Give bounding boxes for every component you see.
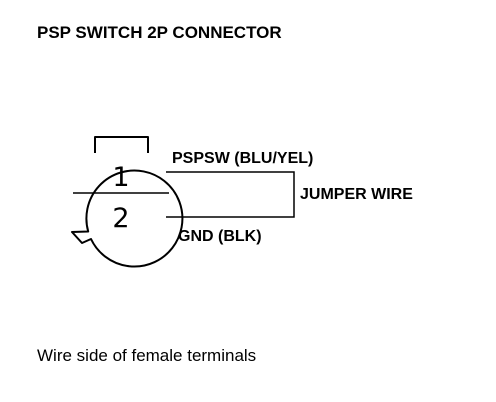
jumper-wire-label: JUMPER WIRE (300, 186, 413, 203)
jumper-wire (166, 171, 295, 218)
pin-1-wire-label: PSPSW (BLU/YEL) (172, 150, 313, 167)
pin-2-wire-label: GND (BLK) (178, 228, 262, 245)
diagram-title: PSP SWITCH 2P CONNECTOR (37, 23, 282, 42)
pin-2-number: 2 (112, 203, 129, 234)
connector-housing (71, 169, 184, 268)
connector-2p (71, 136, 184, 268)
connector-lock-tab (94, 136, 149, 153)
view-caption: Wire side of female terminals (37, 346, 256, 365)
pin-1-number: 1 (112, 162, 129, 193)
